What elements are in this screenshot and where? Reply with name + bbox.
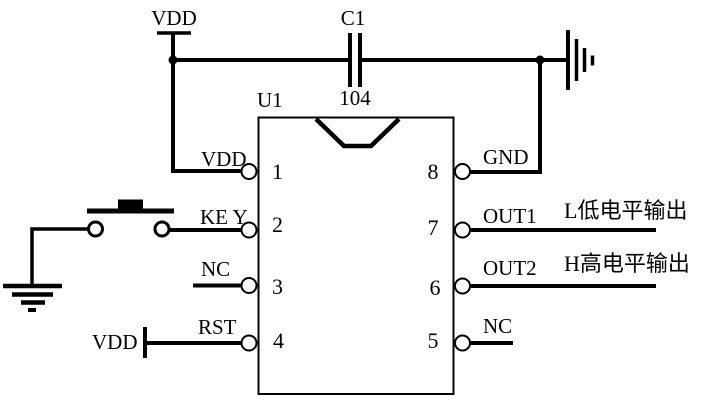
pin1-name-label: VDD — [201, 147, 247, 171]
vdd-top-label: VDD — [151, 6, 197, 30]
pin8-circle — [454, 163, 471, 180]
pin2-circle — [240, 221, 258, 239]
out2-annotation: H高电平输出 — [564, 251, 690, 276]
pin3-circle — [240, 277, 258, 294]
pin2-number: 2 — [272, 212, 283, 237]
pin6-number: 6 — [429, 275, 441, 300]
push-button-terminal-left — [87, 220, 104, 238]
pin5-circle — [454, 334, 471, 352]
push-button-terminal-right — [153, 220, 171, 238]
pin3-name-label: NC — [201, 257, 231, 281]
pin7-circle — [454, 221, 471, 239]
push-button-actuator — [118, 199, 143, 209]
pin7-name-label: OUT1 — [483, 204, 537, 228]
pin7-number: 7 — [427, 215, 439, 240]
capacitor-ref-label: C1 — [340, 6, 366, 30]
junction-dot-left — [168, 55, 178, 65]
pin1-number: 1 — [272, 159, 283, 184]
wire-gnd-to-pin8 — [469, 60, 542, 174]
ic-ref-label: U1 — [257, 88, 283, 112]
capacitor-value-label: 104 — [339, 86, 371, 110]
out1-annotation: L低电平输出 — [564, 198, 688, 223]
pin6-name-label: OUT2 — [483, 256, 537, 280]
pin6-circle — [454, 277, 471, 295]
ic-outline — [257, 116, 455, 395]
pin4-number: 4 — [273, 328, 284, 353]
pin8-name-label: GND — [483, 145, 529, 169]
pin5-number: 5 — [427, 328, 439, 353]
wire-button-to-ground — [30, 227, 88, 286]
pin4-name-label: RST — [198, 315, 237, 339]
pin1-circle — [240, 163, 258, 180]
vdd-rst-label: VDD — [92, 330, 138, 354]
pin5-name-label: NC — [483, 314, 513, 338]
pin3-number: 3 — [272, 274, 283, 299]
ic-pin1-notch — [314, 117, 401, 149]
pin2-name-label: KE Y — [200, 205, 248, 229]
pin4-circle — [240, 334, 258, 352]
pin8-number: 8 — [427, 159, 439, 184]
wire-vdd-to-pin1 — [171, 34, 244, 173]
